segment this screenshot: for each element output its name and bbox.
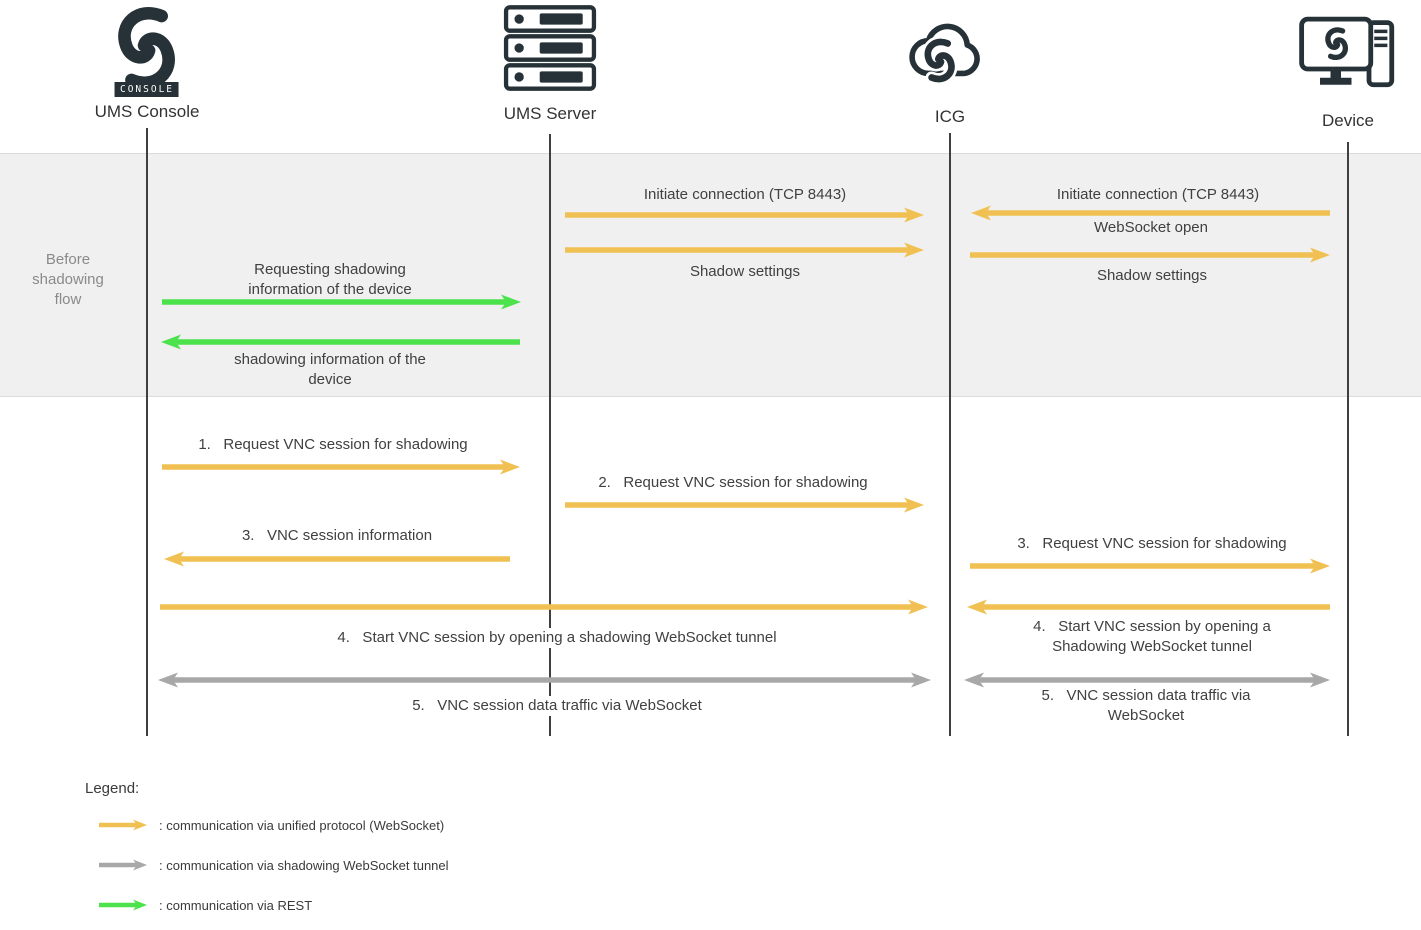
console-badge: CONSOLE xyxy=(114,82,180,97)
legend-label: : communication via unified protocol (We… xyxy=(159,817,445,833)
actor-label-device: Device xyxy=(1322,111,1374,130)
arrowhead xyxy=(164,551,184,567)
actor-label-icg: ICG xyxy=(934,107,966,126)
icg-cloud-icon xyxy=(900,6,1000,96)
arrowhead xyxy=(967,599,987,615)
actor-device: Device xyxy=(1299,13,1397,131)
legend-item-rest: : communication via REST xyxy=(85,895,449,915)
phase-band-label: Before shadowing flow xyxy=(32,251,104,308)
server-rack-icon xyxy=(503,5,597,91)
arrowhead xyxy=(908,599,928,615)
arrowhead xyxy=(158,672,178,688)
arrowhead xyxy=(1310,558,1330,574)
device-glyph xyxy=(1299,16,1395,88)
arrowhead xyxy=(911,672,931,688)
actor-icg: ICG xyxy=(900,6,1000,127)
green-arrow-icon xyxy=(99,899,147,911)
igel-logo-icon xyxy=(105,6,189,90)
gray-arrow-icon xyxy=(99,859,147,871)
arrowhead xyxy=(904,242,924,258)
legend-label: : communication via REST xyxy=(159,897,313,913)
actor-label-ums-server: UMS Server xyxy=(503,104,597,123)
server-rack-glyph xyxy=(503,5,597,91)
legend-title: Legend: xyxy=(85,780,140,797)
arrowhead xyxy=(964,672,984,688)
yellow-arrow-icon xyxy=(99,819,147,831)
before-shadowing-band xyxy=(0,153,1421,397)
arrowhead xyxy=(1310,672,1330,688)
arrowhead xyxy=(1310,247,1330,263)
arrowhead xyxy=(500,459,520,475)
cloud-glyph xyxy=(909,23,980,96)
legend: Legend: : communication via unified prot… xyxy=(85,780,449,930)
actor-ums-console: CONSOLE UMS Console xyxy=(94,6,200,122)
actor-ums-server: UMS Server xyxy=(503,5,597,124)
arrowhead xyxy=(161,334,181,350)
device-monitor-icon xyxy=(1299,13,1397,97)
legend-item-shadowing-tunnel: : communication via shadowing WebSocket … xyxy=(85,855,449,875)
arrowhead xyxy=(904,207,924,223)
actor-label-ums-console: UMS Console xyxy=(94,102,200,121)
arrowhead xyxy=(971,205,991,221)
arrowhead xyxy=(904,497,924,513)
legend-label: : communication via shadowing WebSocket … xyxy=(159,857,449,873)
legend-item-unified-protocol: : communication via unified protocol (We… xyxy=(85,815,449,835)
ums-console-icon: CONSOLE xyxy=(104,6,190,98)
arrowhead xyxy=(501,294,521,310)
